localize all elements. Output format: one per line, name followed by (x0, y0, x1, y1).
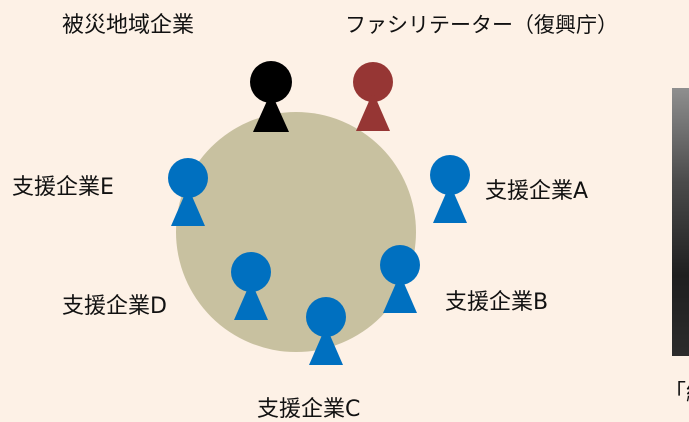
support-company-d-label: 支援企業D (62, 294, 167, 319)
support-company-b-label: 支援企業B (445, 290, 549, 315)
meeting-photo (672, 88, 689, 356)
facilitator-label: ファシリテーター（復興庁） (345, 13, 618, 37)
support-company-d-figure (231, 252, 271, 320)
support-company-c-figure (306, 297, 346, 365)
host-company-label: 被災地域企業 (62, 13, 195, 38)
support-company-a-figure (430, 155, 470, 223)
support-company-e-figure (168, 158, 208, 226)
photo-caption: 「綿 (664, 381, 689, 406)
support-company-c-label: 支援企業C (257, 397, 361, 422)
support-company-a-label: 支援企業A (485, 179, 589, 204)
facilitator-figure (353, 62, 393, 131)
host-company-figure (250, 61, 292, 132)
support-company-b-figure (380, 245, 420, 313)
round-table (176, 112, 416, 352)
support-company-e-label: 支援企業E (12, 175, 114, 200)
